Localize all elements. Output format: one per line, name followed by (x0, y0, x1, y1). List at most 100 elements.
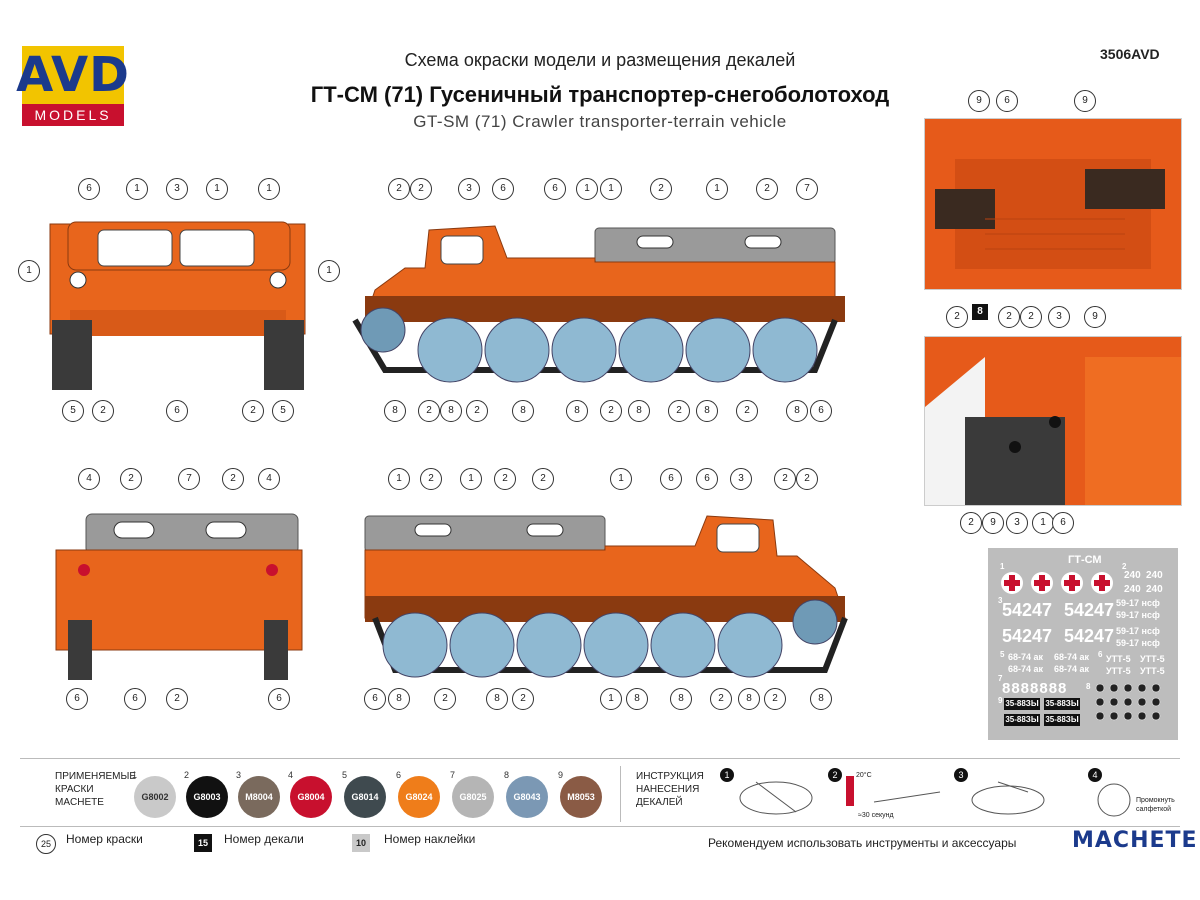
avd-logo: AVD MODELS (16, 46, 129, 126)
callout: 8 (388, 688, 410, 710)
decal-utt: УТТ-5 (1106, 654, 1131, 664)
callout: 2 (418, 400, 440, 422)
callout: 8 (696, 400, 718, 422)
decal-plate: 59-17 нсф (1116, 610, 1160, 620)
callout: 5 (272, 400, 294, 422)
callout: 8 (810, 688, 832, 710)
decal-digits: 8888888 (1002, 680, 1068, 697)
step3-illustration (971, 781, 1045, 815)
step-number: 3 (954, 768, 968, 782)
dial-decals (1095, 683, 1161, 721)
decal-index: 8 (1086, 682, 1091, 691)
paint-swatch: G8004 (290, 776, 332, 818)
callout: 7 (796, 178, 818, 200)
decal-plate: 59-17 нсф (1116, 598, 1160, 608)
callout: 2 (668, 400, 690, 422)
decal-plate-mid: 68-74 ак (1008, 652, 1044, 662)
logo-sub: MODELS (22, 104, 124, 126)
callout: 2 (494, 468, 516, 490)
decal-utt: УТТ-5 (1140, 666, 1165, 676)
callout: 6 (268, 688, 290, 710)
decal-index: 7 (998, 674, 1003, 683)
callout: 5 (62, 400, 84, 422)
paint-num: 9 (558, 770, 564, 780)
decal-plate-bottom: 35-88ЗЫ (1004, 698, 1040, 710)
paint-num: 5 (342, 770, 348, 780)
decal-index: 5 (1000, 650, 1005, 659)
paint-swatch: G8002 (134, 776, 176, 818)
callout: 8 (384, 400, 406, 422)
decal-240: 240 (1146, 570, 1163, 581)
callout: 8 (626, 688, 648, 710)
legend-paint-text: Номер краски (66, 832, 143, 846)
callout: 6 (66, 688, 88, 710)
callout: 6 (364, 688, 386, 710)
callout: 4 (78, 468, 100, 490)
callout: 8 (566, 400, 588, 422)
front-view (49, 221, 306, 390)
callout: 6 (492, 178, 514, 200)
red-cross-decals (1001, 572, 1113, 594)
callout: 2 (222, 468, 244, 490)
callout: 2 (92, 400, 114, 422)
callout: 2 (1020, 306, 1042, 328)
callout: 6 (124, 688, 146, 710)
callout: 2 (512, 688, 534, 710)
paint-num: 4 (288, 770, 294, 780)
divider-top (20, 758, 1180, 759)
callout: 2 (960, 512, 982, 534)
callout: 6 (996, 90, 1018, 112)
callout: 2 (242, 400, 264, 422)
paint-num: 2 (184, 770, 190, 780)
callout: 2 (796, 468, 818, 490)
callout: 2 (710, 688, 732, 710)
callout: 1 (318, 260, 340, 282)
decal-240: 240 (1124, 570, 1141, 581)
callout: 2 (764, 688, 786, 710)
decal-plate-mid: 68-74 ак (1054, 664, 1090, 674)
callout: 9 (982, 512, 1004, 534)
callout: 8 (738, 688, 760, 710)
callout: 6 (166, 400, 188, 422)
callout: 1 (610, 468, 632, 490)
callout: 1 (18, 260, 40, 282)
callout: 6 (660, 468, 682, 490)
callout: 9 (968, 90, 990, 112)
callout: 1 (706, 178, 728, 200)
decal-index: 1 (1000, 562, 1005, 571)
paint-swatch: G8024 (398, 776, 440, 818)
paint-swatch: M8004 (238, 776, 280, 818)
title-ru-small: Схема окраски модели и размещения декале… (404, 50, 796, 70)
decal-utt: УТТ-5 (1106, 666, 1131, 676)
decal-title: ГТ-СМ (1068, 554, 1102, 566)
decal-utt: УТТ-5 (1140, 654, 1165, 664)
callout: 2 (946, 306, 968, 328)
decal-index: 3 (998, 596, 1003, 605)
decal-index: 6 (1098, 650, 1103, 659)
callout: 1 (126, 178, 148, 200)
callout: 2 (388, 178, 410, 200)
callout: 1 (460, 468, 482, 490)
callout: 3 (1006, 512, 1028, 534)
callout: 3 (166, 178, 188, 200)
callout: 2 (774, 468, 796, 490)
callout: 1 (600, 688, 622, 710)
callout: 6 (544, 178, 566, 200)
paint-swatch: G8043 (506, 776, 548, 818)
rear-view (55, 513, 303, 680)
callout: 6 (78, 178, 100, 200)
soak-time: ≈30 секунд (858, 812, 894, 819)
step4-illustration (1097, 783, 1131, 817)
step1-illustration (739, 781, 813, 815)
title-en: GT-SM (71) Crawler transporter-terrain v… (413, 112, 787, 131)
callout: 7 (178, 468, 200, 490)
callout: 2 (736, 400, 758, 422)
paint-swatch: G8025 (452, 776, 494, 818)
interior-photo-cab (924, 336, 1182, 506)
callout: 1 (1032, 512, 1054, 534)
callout: 2 (756, 178, 778, 200)
decal-index: 2 (1122, 562, 1127, 571)
step-number: 4 (1088, 768, 1102, 782)
section-divider (620, 766, 621, 822)
legend-sticker-icon: 10 (352, 834, 370, 852)
